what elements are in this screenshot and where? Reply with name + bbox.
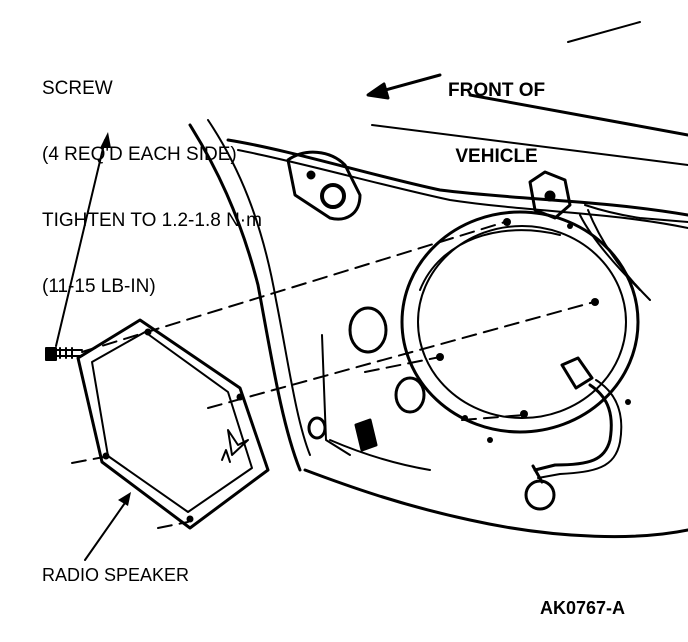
front-direction-arrow xyxy=(366,21,641,100)
screw-callout: SCREW (4 REQ'D EACH SIDE) TIGHTEN TO 1.2… xyxy=(42,34,262,342)
alignment-lines xyxy=(71,221,595,529)
panel-holes xyxy=(307,306,556,511)
radio-speaker xyxy=(76,318,270,530)
screw-callout-line-1: SCREW xyxy=(42,78,113,99)
windshield-edge xyxy=(371,93,688,166)
mounting-dots xyxy=(436,218,631,443)
front-label-line-1: FRONT OF xyxy=(448,80,546,101)
radio-speaker-label: RADIO SPEAKER xyxy=(42,565,190,585)
speaker-opening xyxy=(400,210,640,434)
front-of-vehicle-label: FRONT OF VEHICLE xyxy=(448,36,545,212)
front-label-line-2: VEHICLE xyxy=(455,146,538,167)
screw-callout-line-3: TIGHTEN TO 1.2-1.8 N·m xyxy=(42,210,262,231)
leader-lines xyxy=(55,139,128,561)
screw-callout-line-2: (4 REQ'D EACH SIDE) xyxy=(42,144,237,165)
right-tab xyxy=(528,170,572,220)
door-panel xyxy=(188,119,688,539)
figure-id: AK0767-A xyxy=(540,598,626,618)
screw-callout-line-4: (11-15 LB-IN) xyxy=(42,276,156,297)
upper-bracket xyxy=(286,150,362,221)
speaker-wire-harness xyxy=(531,356,623,484)
screw-icon xyxy=(45,347,83,361)
arrow-heads xyxy=(100,132,131,506)
